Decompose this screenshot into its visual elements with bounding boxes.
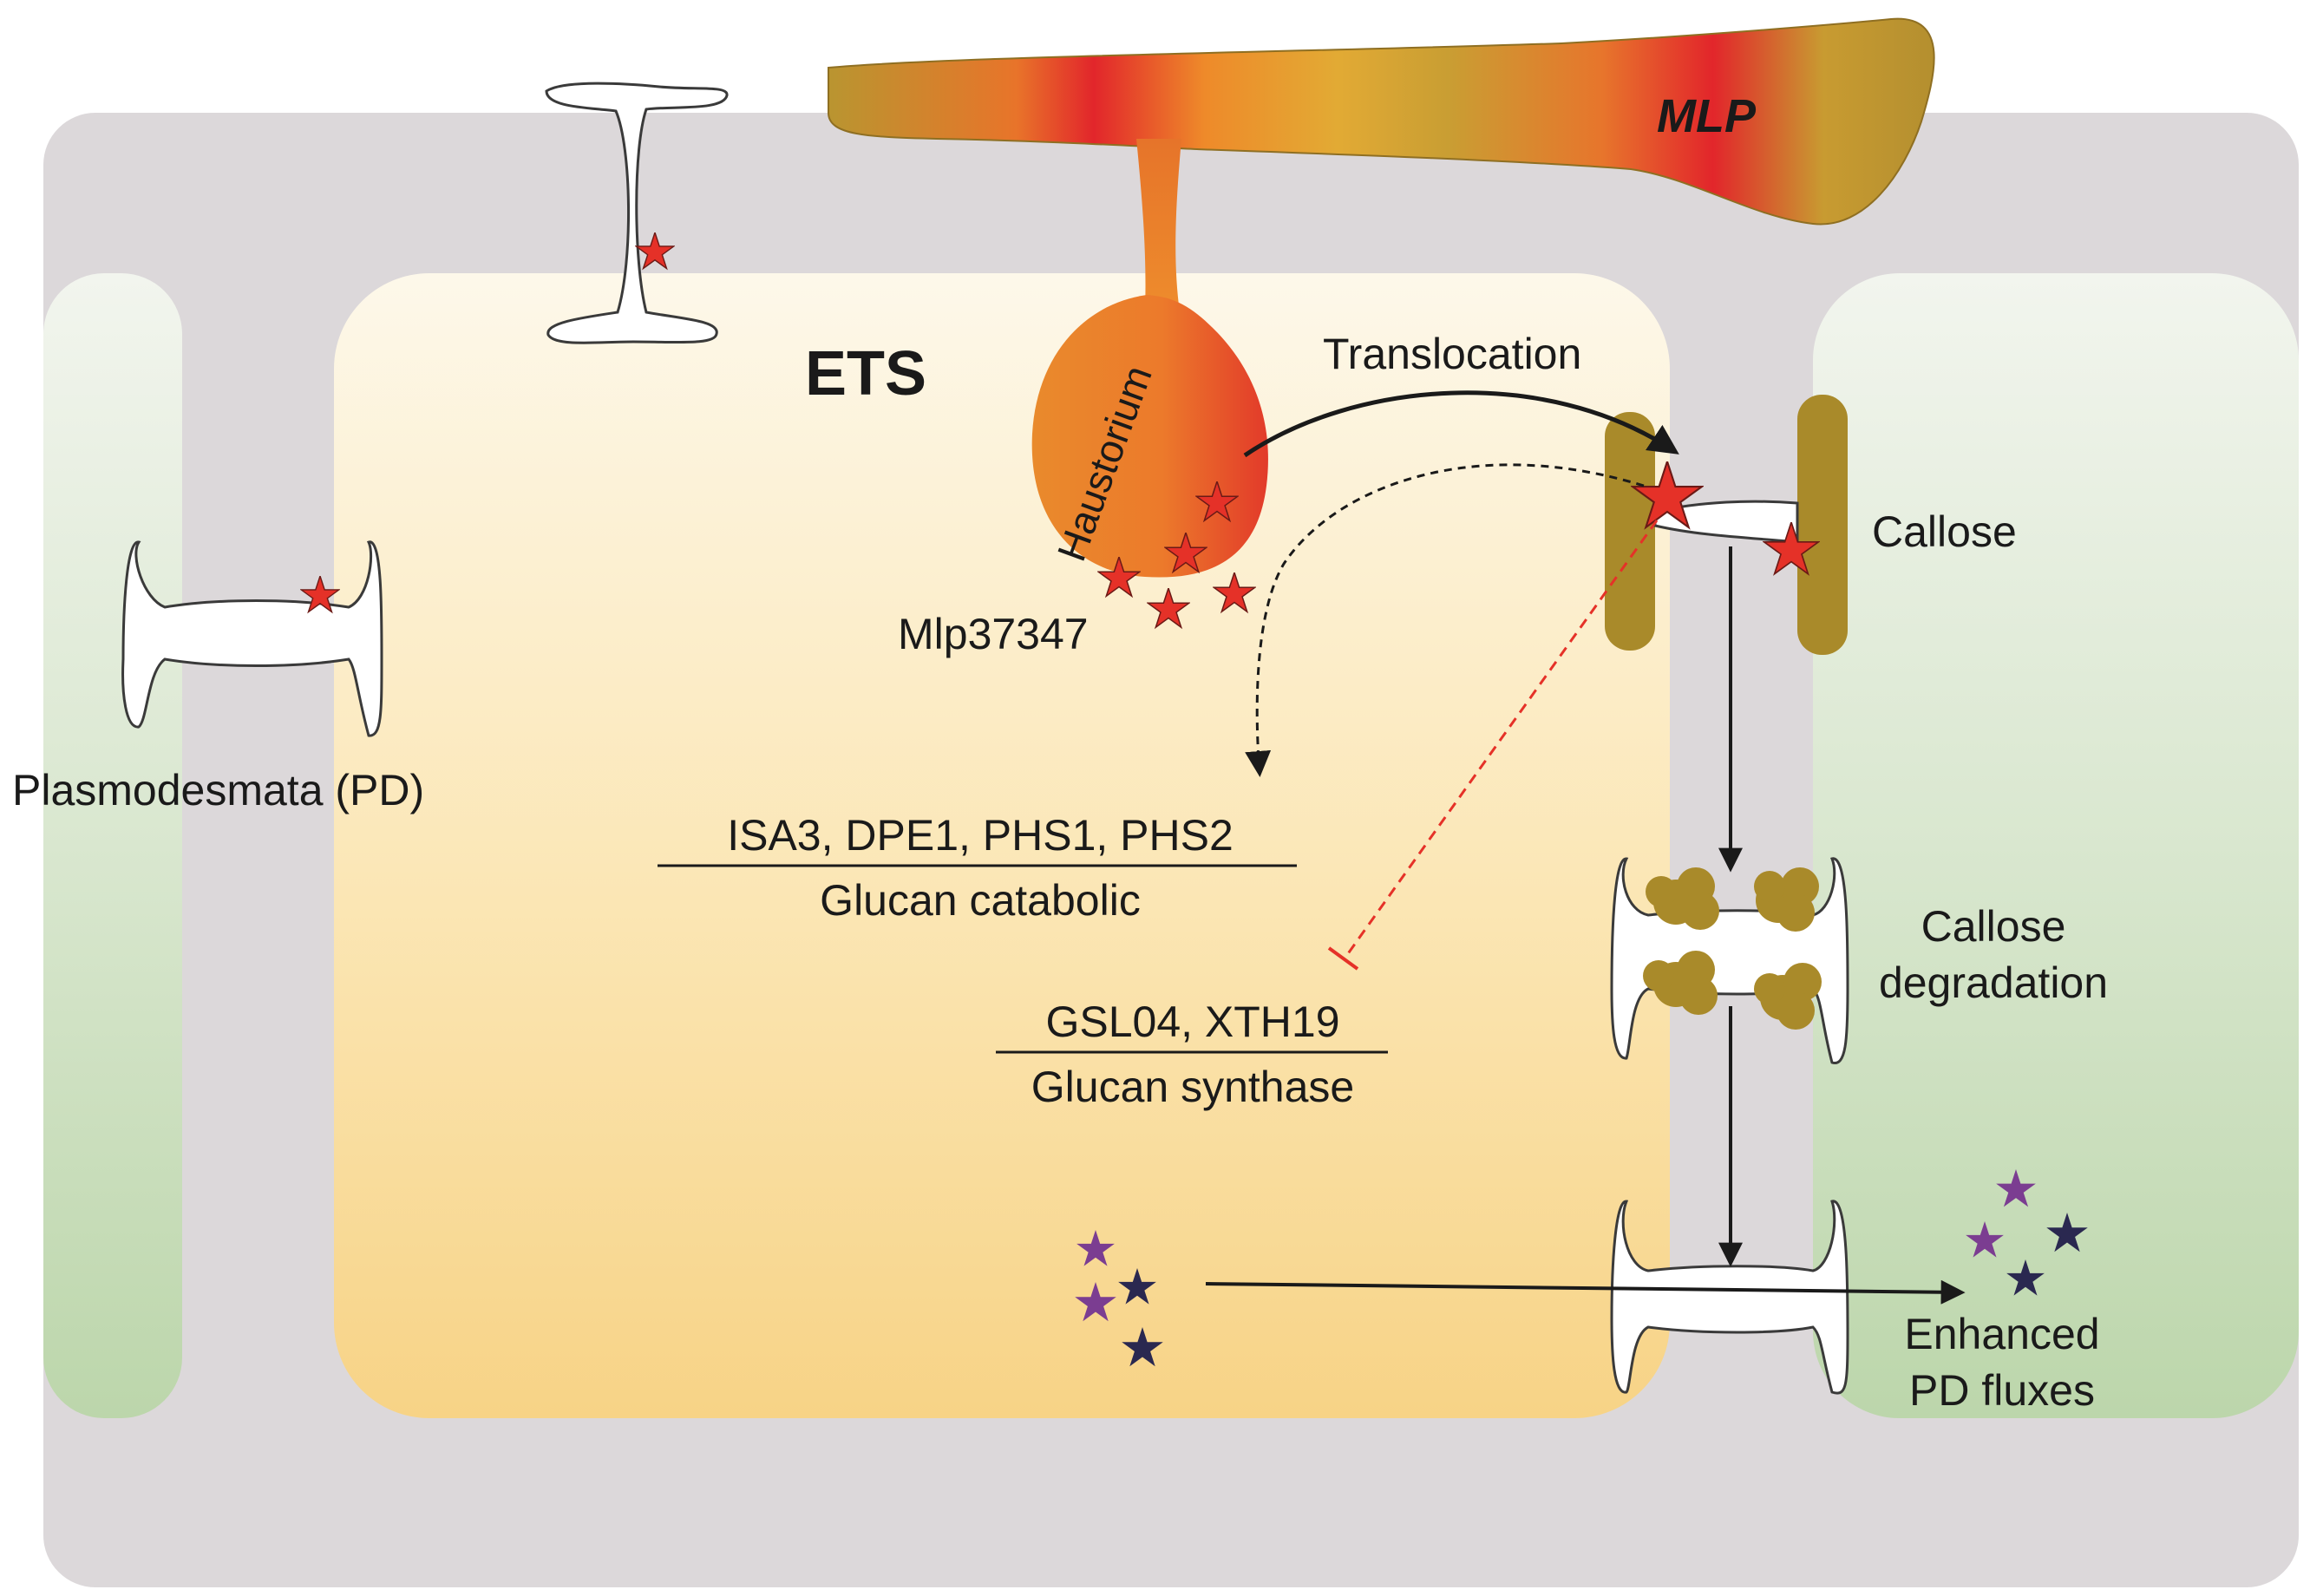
- right-neighbor-cell: [1813, 273, 2299, 1418]
- callose-deposit-right: [1797, 395, 1848, 655]
- callose-degradation-label-2: degradation: [1879, 958, 2108, 1007]
- translocation-arrow[interactable]: [1243, 390, 1679, 458]
- synthase-genes-label: GSL04, XTH19: [1045, 998, 1339, 1046]
- callose-deposit-left: [1605, 412, 1655, 651]
- enhanced-flux-label-2: PD fluxes: [1909, 1366, 2095, 1415]
- flux-arrow[interactable]: [1205, 1279, 1966, 1305]
- plasmodesma-top: [545, 82, 729, 344]
- enhanced-flux-label-1: Enhanced: [1904, 1310, 2099, 1358]
- synthase-category-label: Glucan synthase: [1031, 1063, 1354, 1111]
- catabolic-category-label: Glucan catabolic: [820, 876, 1141, 925]
- ets-label: ETS: [805, 339, 926, 409]
- plasmodesma-open: [1610, 1200, 1849, 1395]
- synthase-inhibition-bar: [1327, 946, 1359, 971]
- host-cell-ets: [334, 273, 1670, 1418]
- fungal-hyphae: [828, 17, 1935, 226]
- catabolic-genes-label: ISA3, DPE1, PHS1, PHS2: [727, 811, 1234, 860]
- plasmodesma-left: [121, 540, 383, 737]
- left-neighbor-cell: [43, 273, 182, 1418]
- effector-label: Mlp37347: [898, 610, 1089, 658]
- translocation-label: Translocation: [1323, 330, 1581, 378]
- synthase-inhibition-line[interactable]: [1343, 520, 1659, 959]
- callose-granules: [1643, 867, 1822, 1030]
- haustorium-neck: [1136, 139, 1181, 312]
- mlp-label: MLP: [1657, 90, 1757, 142]
- callose-label: Callose: [1872, 507, 2017, 556]
- catabolic-induction-arrow[interactable]: [1245, 463, 1645, 777]
- plasmodesmata-label: Plasmodesmata (PD): [12, 766, 424, 814]
- callose-degradation-label-1: Callose: [1921, 902, 2066, 951]
